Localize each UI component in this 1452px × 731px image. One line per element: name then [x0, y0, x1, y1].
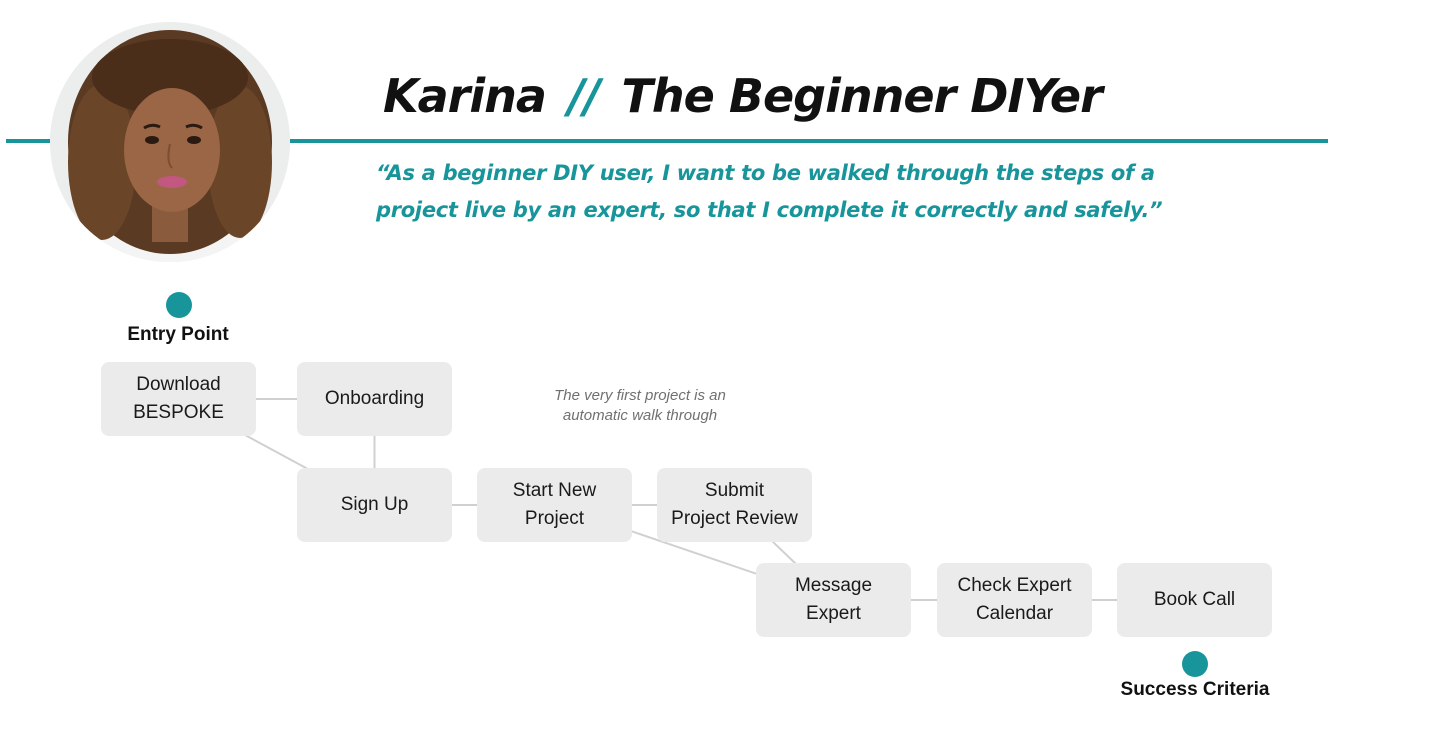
flow-annotation: The very first project is an automatic w…	[540, 386, 740, 426]
flow-step-message-expert: Message Expert	[756, 563, 911, 637]
flow-step-label: Sign Up	[341, 491, 409, 519]
entry-point-marker	[166, 292, 192, 318]
flow-step-label: Download BESPOKE	[133, 371, 224, 427]
flow-step-label: Check Expert Calendar	[957, 572, 1071, 628]
flow-step-check-expert-calendar: Check Expert Calendar	[937, 563, 1092, 637]
flow-step-label: Book Call	[1154, 586, 1235, 614]
flow-step-label: Submit Project Review	[671, 477, 798, 533]
entry-point-label: Entry Point	[103, 324, 253, 346]
flow-step-label: Start New Project	[513, 477, 596, 533]
success-criteria-marker	[1182, 651, 1208, 677]
flow-step-sign-up: Sign Up	[297, 468, 452, 542]
flow-step-submit-project-review: Submit Project Review	[657, 468, 812, 542]
flow-step-start-new-project: Start New Project	[477, 468, 632, 542]
flow-step-onboarding: Onboarding	[297, 362, 452, 436]
flow-step-download-bespoke: Download BESPOKE	[101, 362, 256, 436]
flow-step-label: Message Expert	[795, 572, 872, 628]
flow-step-label: Onboarding	[325, 385, 424, 413]
success-criteria-label: Success Criteria	[1110, 679, 1280, 701]
flow-step-book-call: Book Call	[1117, 563, 1272, 637]
